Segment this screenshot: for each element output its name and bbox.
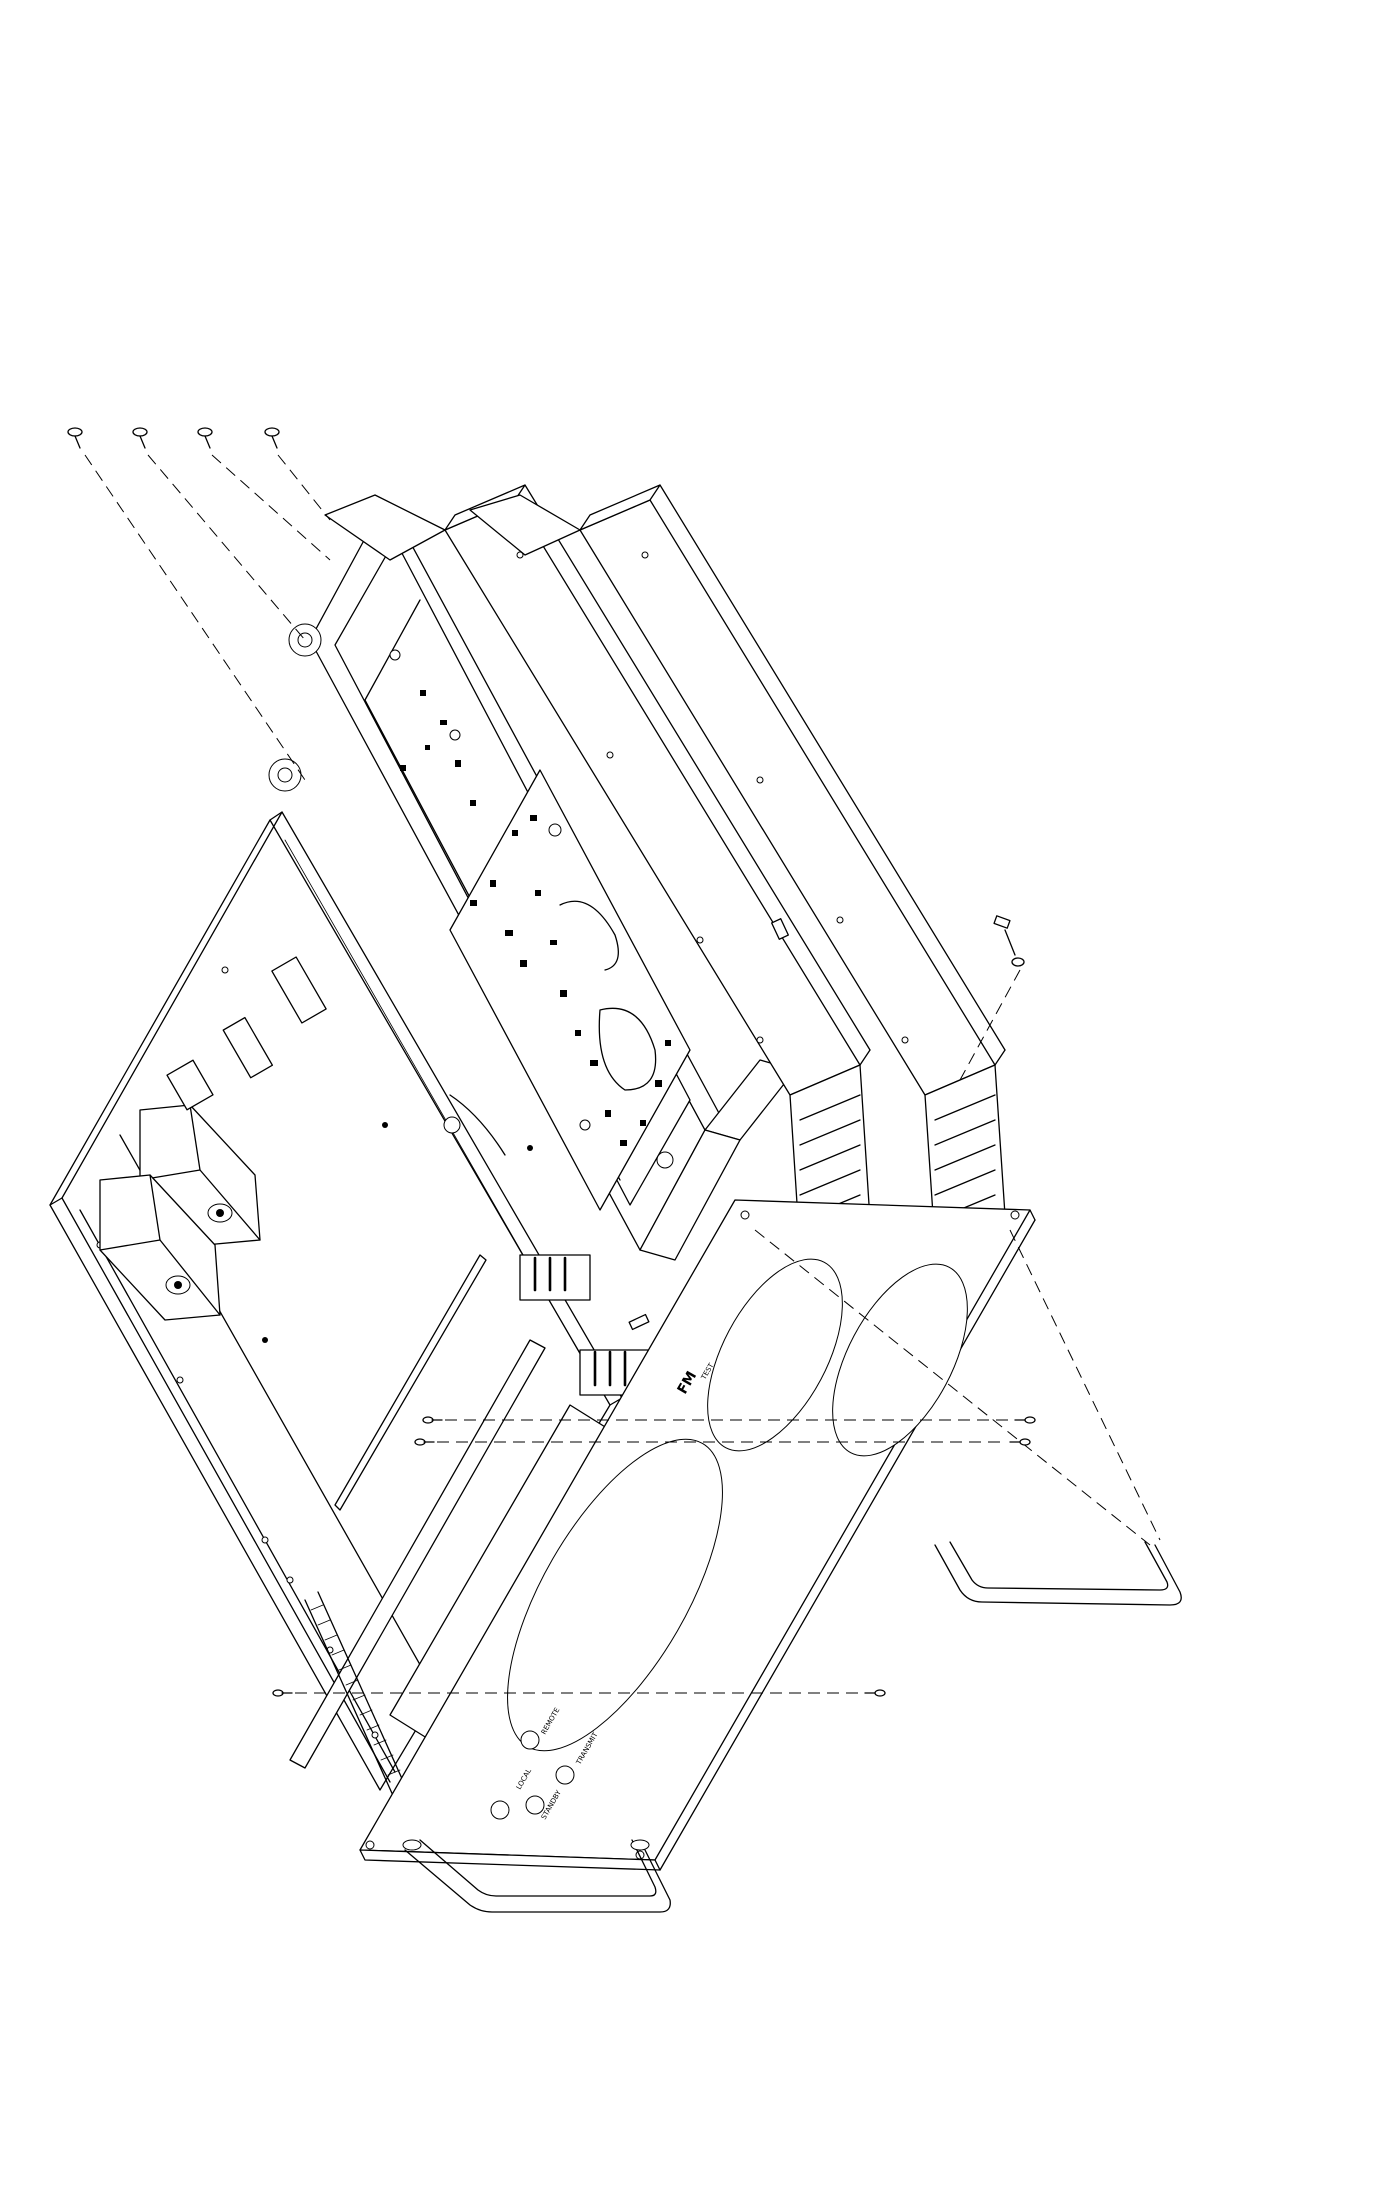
screw-icon [273,1690,292,1696]
screw-icon [68,428,82,448]
screw-icon [265,428,279,448]
rear-screws [68,428,330,780]
screw-icon [865,1690,885,1696]
screw-icon [994,916,1024,966]
handle-upper-right [935,1542,1181,1605]
screw-icon [1010,1439,1030,1445]
screw-icon [1015,1417,1035,1423]
screw-icon [198,428,212,448]
screw-icon [133,428,147,448]
